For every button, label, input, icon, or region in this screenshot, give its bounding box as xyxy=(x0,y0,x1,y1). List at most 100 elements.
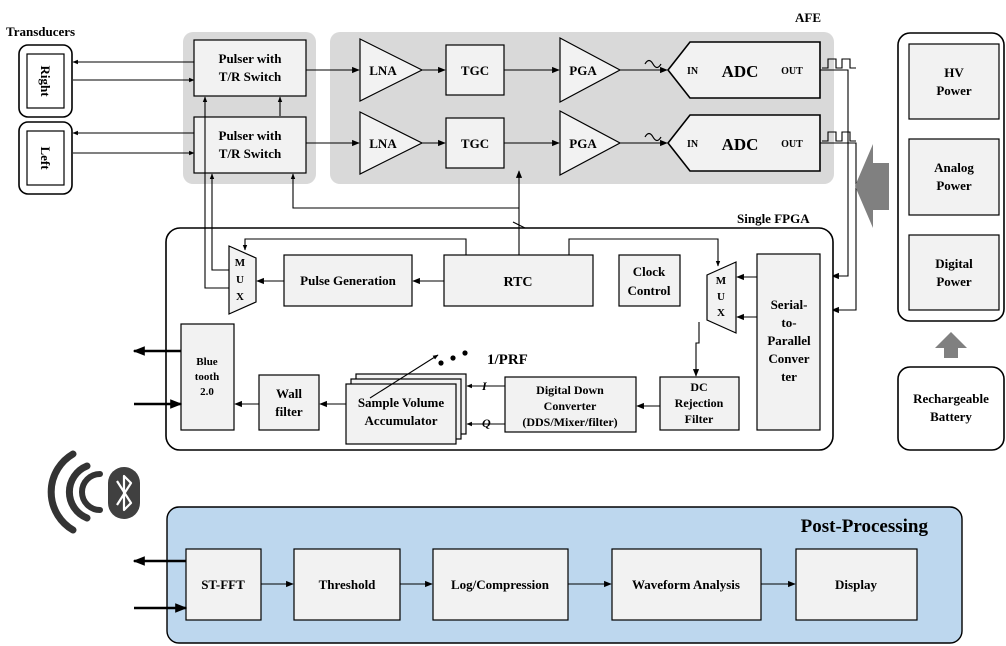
display-block: Display xyxy=(795,548,918,621)
battery-to-power-arrow xyxy=(935,332,967,358)
svg-text:Pulser with: Pulser with xyxy=(219,51,283,66)
svg-text:Power: Power xyxy=(936,178,972,193)
log-compression-block: Log/Compression xyxy=(432,548,569,621)
svg-text:T/R Switch: T/R Switch xyxy=(219,146,282,161)
svg-text:Accumulator: Accumulator xyxy=(365,413,438,428)
svg-text:to-: to- xyxy=(781,315,796,330)
svg-text:tooth: tooth xyxy=(195,371,219,383)
wall-filter-block: Wall filter xyxy=(258,374,320,431)
svg-text:M: M xyxy=(235,257,246,269)
pulse-generation-block: Pulse Generation xyxy=(283,254,413,307)
svg-text:Sample Volume: Sample Volume xyxy=(358,395,445,410)
svg-text:X: X xyxy=(236,291,244,303)
svg-text:LNA: LNA xyxy=(369,136,397,151)
svg-text:RTC: RTC xyxy=(503,275,532,290)
pga-amplifier-top xyxy=(559,37,622,103)
bluetooth-icon xyxy=(108,467,140,519)
svg-text:Waveform Analysis: Waveform Analysis xyxy=(632,577,740,592)
fpga-label: Single FPGA xyxy=(737,211,810,226)
transducer-right-label: Right xyxy=(38,65,53,97)
svg-text:(DDS/Mixer/filter): (DDS/Mixer/filter) xyxy=(522,415,617,429)
digital-down-converter-block: Digital Down Converter (DDS/Mixer/filter… xyxy=(504,376,637,433)
pulser-tr-switch-top: Pulser with T/R Switch xyxy=(193,39,307,97)
rechargeable-battery-block: Rechargeable Battery xyxy=(897,366,1005,451)
svg-text:Wall: Wall xyxy=(276,386,302,401)
svg-text:Rejection: Rejection xyxy=(675,396,724,410)
fpga-links xyxy=(234,238,757,427)
svg-text:Threshold: Threshold xyxy=(319,577,377,592)
svg-text:M: M xyxy=(716,275,727,287)
rtc-block: RTC xyxy=(443,254,594,307)
st-fft-block: ST-FFT xyxy=(185,548,262,621)
serial-to-parallel-block: Serial- to- Parallel Conver ter xyxy=(756,253,821,431)
power-to-system-arrow xyxy=(855,144,889,228)
dc-rejection-filter-block: DC Rejection Filter xyxy=(659,376,740,431)
digital-power-block: Digital Power xyxy=(908,234,1000,311)
hv-power-block: HV Power xyxy=(908,43,1000,120)
svg-text:IN: IN xyxy=(687,66,699,77)
svg-text:ST-FFT: ST-FFT xyxy=(201,577,245,592)
bluetooth-module-block: Blue tooth 2.0 xyxy=(180,323,235,431)
square-wave-icon xyxy=(822,131,856,142)
svg-text:Power: Power xyxy=(936,83,972,98)
svg-text:DC: DC xyxy=(690,380,707,394)
svg-text:Log/Compression: Log/Compression xyxy=(451,577,550,592)
svg-text:ter: ter xyxy=(781,369,797,384)
pulser-tr-switch-bottom: Pulser with T/R Switch xyxy=(193,116,307,174)
tgc-block-top xyxy=(445,44,505,96)
post-processing-label: Post-Processing xyxy=(801,516,929,537)
transducer-left: Left xyxy=(18,121,73,195)
pga-amplifier-bottom xyxy=(559,110,622,176)
afe-label: AFE xyxy=(795,10,821,25)
svg-text:IN: IN xyxy=(687,139,699,150)
waveform-analysis-block: Waveform Analysis xyxy=(611,548,762,621)
svg-text:Battery: Battery xyxy=(930,409,972,424)
mux-to-pulser-links xyxy=(202,96,526,289)
bluetooth-external-links xyxy=(132,346,183,409)
svg-text:ADC: ADC xyxy=(722,135,759,154)
svg-text:OUT: OUT xyxy=(781,66,803,77)
svg-text:filter: filter xyxy=(275,404,303,419)
post-processing-links xyxy=(132,556,796,613)
svg-text:TGC: TGC xyxy=(461,136,489,151)
prf-pointer xyxy=(369,354,439,399)
lna-amplifier-bottom xyxy=(359,111,424,175)
prf-label: 1/PRF xyxy=(487,352,528,368)
sample-volume-accumulator-block: Sample Volume Accumulator xyxy=(345,373,467,445)
clock-control-block: Clock Control xyxy=(618,254,681,307)
svg-text:PGA: PGA xyxy=(569,63,597,78)
mux-left: M U X xyxy=(228,245,257,315)
svg-text:Pulse Generation: Pulse Generation xyxy=(300,273,396,288)
svg-text:2.0: 2.0 xyxy=(200,386,214,398)
transducer-left-label: Left xyxy=(38,146,53,170)
svg-text:Serial-: Serial- xyxy=(771,297,808,312)
svg-text:ADC: ADC xyxy=(722,62,759,81)
svg-text:PGA: PGA xyxy=(569,136,597,151)
svg-text:Pulser with: Pulser with xyxy=(219,128,283,143)
svg-text:Converter: Converter xyxy=(544,399,597,413)
adc-to-s2p-links xyxy=(820,69,857,314)
svg-text:Conver: Conver xyxy=(768,351,809,366)
ellipsis-dots xyxy=(438,350,468,366)
square-wave-icon xyxy=(822,58,856,69)
svg-text:HV: HV xyxy=(944,65,964,80)
mux-right: M U X xyxy=(706,261,737,334)
svg-text:Power: Power xyxy=(936,274,972,289)
lna-amplifier-top xyxy=(359,38,424,102)
threshold-block: Threshold xyxy=(293,548,401,621)
svg-text:Display: Display xyxy=(835,577,877,592)
tgc-block-bottom xyxy=(445,117,505,169)
svg-text:T/R Switch: T/R Switch xyxy=(219,69,282,84)
svg-text:Filter: Filter xyxy=(685,412,714,426)
analog-power-block: Analog Power xyxy=(908,138,1000,216)
svg-text:LNA: LNA xyxy=(369,63,397,78)
afe-channel-bottom: LNA TGC PGA IN ADC OUT xyxy=(306,110,856,176)
svg-text:Clock: Clock xyxy=(633,264,666,279)
svg-text:TGC: TGC xyxy=(461,63,489,78)
svg-text:U: U xyxy=(717,291,725,303)
q-channel-label: Q xyxy=(482,416,491,430)
svg-text:X: X xyxy=(717,307,725,319)
svg-text:U: U xyxy=(236,274,244,286)
afe-channel-top: LNA TGC PGA IN ADC OUT xyxy=(306,37,856,103)
